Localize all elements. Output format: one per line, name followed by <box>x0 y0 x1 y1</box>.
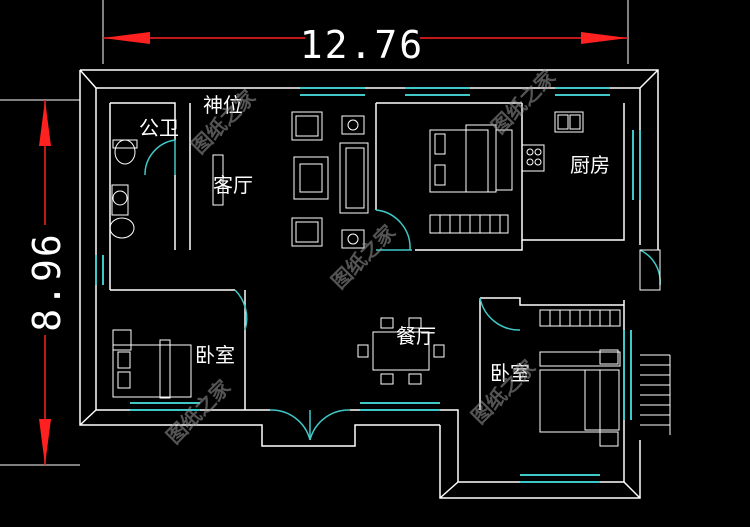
bedroom-right-label: 卧室 <box>490 361 530 385</box>
windows <box>95 87 641 483</box>
watermark: 图纸之家 <box>162 374 236 448</box>
arrow-down-icon <box>39 419 51 465</box>
height-dimension-label: 8.96 <box>25 232 69 332</box>
dining-room-label: 餐厅 <box>396 324 436 348</box>
dimension-horizontal: 12.76 <box>102 0 629 67</box>
public-toilet-label: 公卫 <box>139 116 179 140</box>
room-labels: 公卫 神位 客厅 厨房 餐厅 卧室 卧室 <box>139 93 610 385</box>
kitchen-fixtures <box>521 111 584 172</box>
living-room-label: 客厅 <box>213 173 253 197</box>
shrine-label: 神位 <box>203 93 243 117</box>
entry-steps <box>639 249 671 435</box>
bedroom-left-label: 卧室 <box>195 343 235 367</box>
watermarks: 图纸之家 图纸之家 图纸之家 图纸之家 图纸之家 <box>162 64 561 448</box>
arrow-left-icon <box>103 32 150 44</box>
arrow-right-icon <box>581 32 628 44</box>
bedroom-left-furniture <box>112 329 192 399</box>
bedroom-right-furniture <box>539 309 621 447</box>
doors <box>144 139 661 441</box>
living-room-furniture <box>212 111 369 249</box>
toilet-fixtures <box>109 139 138 239</box>
width-dimension-label: 12.76 <box>300 23 424 67</box>
kitchen-label: 厨房 <box>570 153 610 177</box>
arrow-up-icon <box>39 100 51 146</box>
dining-furniture <box>357 317 445 385</box>
dimension-vertical: 8.96 <box>0 99 80 466</box>
watermark: 图纸之家 <box>487 64 561 138</box>
exterior-walls <box>79 69 659 499</box>
bedroom-top-furniture <box>429 124 513 234</box>
